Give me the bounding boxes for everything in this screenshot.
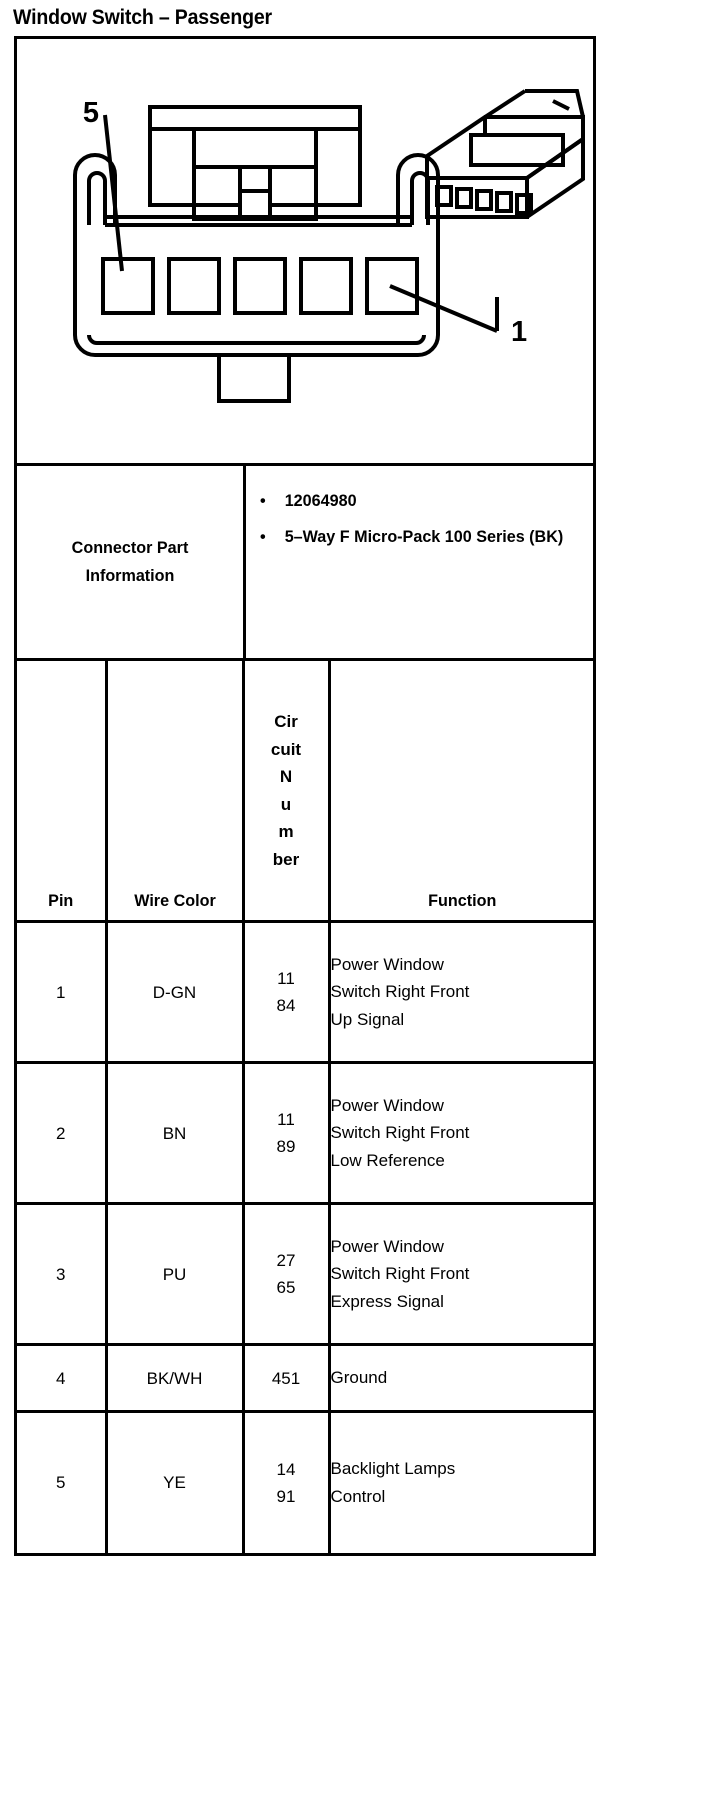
connector-detail-frame: 5 1 Connector Part Information • 1206498… [14, 36, 596, 1556]
connector-key-stub [217, 353, 291, 404]
wire-color-line-1: Wire [133, 891, 169, 911]
function-line-3: Express Signal [330, 1291, 444, 1311]
connector-part-bullet-2: • 5–Way F Micro-Pack 100 Series (BK) [260, 524, 567, 550]
column-header-wire-color: Wire Color [106, 658, 245, 922]
circuit-line-2: 91 [276, 1486, 296, 1506]
page-title: Window Switch – Passenger [13, 6, 272, 29]
cell-circuit-number: 14 91 [243, 1410, 331, 1553]
connector-isometric [425, 89, 585, 220]
cell-wire-color: BN [106, 1061, 245, 1204]
bullet-dot-icon: • [260, 527, 266, 547]
cell-circuit-number: 451 [243, 1343, 331, 1412]
cell-function: Power Window Switch Right Front Up Signa… [329, 920, 593, 1063]
function-line-2: Switch Right Front [330, 982, 470, 1002]
circuit-line-2: 89 [276, 1137, 296, 1157]
function-line-1: Backlight Lamps [330, 1459, 456, 1479]
circuit-line-2: 84 [276, 996, 296, 1016]
column-header-pin: Pin [17, 658, 108, 922]
table-row: 3 PU 27 65 Power Window Switch Right Fro… [17, 1202, 593, 1345]
column-header-function-label: Function [427, 891, 496, 911]
function-line-1: Ground [330, 1368, 388, 1388]
cell-pin: 4 [17, 1343, 108, 1412]
circuit-number-line-3: N [279, 767, 293, 787]
function-line-1: Power Window [330, 1236, 444, 1256]
callout-label-5: 5 [83, 97, 99, 129]
column-header-function: Function [329, 658, 593, 922]
table-row: 4 BK/WH 451 Ground [17, 1343, 593, 1412]
table-row: 2 BN 11 89 Power Window Switch Right Fro… [17, 1061, 593, 1204]
isometric-cavities [435, 185, 533, 216]
function-line-1: Power Window [330, 954, 444, 974]
connector-illustration: 5 1 [17, 39, 593, 464]
pin-assignment-table: Pin Wire Color Cir cuit N u [17, 658, 593, 1553]
column-header-pin-label: Pin [48, 891, 74, 911]
column-header-wire-color-label: Wire Color [111, 883, 238, 920]
circuit-line-1: 14 [276, 1459, 296, 1479]
cell-wire-color: D-GN [106, 920, 245, 1063]
circuit-number-line-4: u [280, 794, 292, 814]
cell-pin: 5 [17, 1410, 108, 1553]
bullet-dot-icon: • [260, 491, 266, 511]
leader-line-5 [103, 114, 124, 272]
circuit-line-1: 11 [277, 968, 295, 988]
terminal-cavities [101, 257, 419, 316]
pin-table-header-row: Pin Wire Color Cir cuit N u [17, 658, 593, 922]
column-header-circuit-number: Cir cuit N u m ber [243, 658, 331, 922]
function-line-2: Switch Right Front [330, 1264, 470, 1284]
connector-part-information-label: Connector Part Information [28, 534, 231, 590]
connector-part-information-value-cell: • 12064980 • 5–Way F Micro-Pack 100 Seri… [246, 466, 593, 658]
cell-wire-color: YE [106, 1410, 245, 1553]
cell-pin: 2 [17, 1061, 108, 1204]
info-label-line-1: Connector Part [71, 538, 189, 558]
cell-pin: 3 [17, 1202, 108, 1345]
circuit-line-1: 27 [276, 1250, 296, 1270]
cell-wire-color: PU [106, 1202, 245, 1345]
cell-function: Power Window Switch Right Front Low Refe… [329, 1061, 593, 1204]
cell-function: Power Window Switch Right Front Express … [329, 1202, 593, 1345]
connector-end-view-page: Window Switch – Passenger [13, 6, 596, 1556]
circuit-number-line-6: ber [272, 849, 300, 869]
circuit-line-1: 11 [277, 1109, 295, 1129]
connector-part-number: 12064980 [284, 491, 357, 511]
table-row: 1 D-GN 11 84 Power Window Switch Right F… [17, 920, 593, 1063]
column-header-circuit-number-label: Cir cuit N u m ber [245, 702, 328, 879]
connector-body-outline [73, 153, 440, 358]
connector-drawing: 5 1 [73, 89, 585, 404]
leader-line-1 [389, 284, 499, 333]
connector-part-description: 5–Way F Micro-Pack 100 Series (BK) [284, 527, 564, 547]
circuit-number-line-2: cuit [270, 739, 302, 759]
circuit-number-line-5: m [278, 822, 294, 842]
cell-function: Ground [329, 1343, 593, 1412]
cell-pin: 1 [17, 920, 108, 1063]
cell-wire-color: BK/WH [106, 1343, 245, 1412]
function-line-2: Control [330, 1486, 386, 1506]
callout-label-1: 1 [511, 316, 527, 348]
connector-part-information-row: Connector Part Information • 12064980 • … [17, 463, 593, 659]
function-line-2: Switch Right Front [330, 1123, 470, 1143]
cell-circuit-number: 11 89 [243, 1061, 331, 1204]
function-line-1: Power Window [330, 1095, 444, 1115]
circuit-line-1: 451 [271, 1368, 301, 1388]
table-row: 5 YE 14 91 Backlight Lamps Control [17, 1410, 593, 1553]
cell-circuit-number: 11 84 [243, 920, 331, 1063]
wire-color-line-2: Color [173, 891, 216, 911]
function-line-3: Up Signal [330, 1009, 405, 1029]
connector-part-information-label-cell: Connector Part Information [17, 466, 246, 659]
cell-function: Backlight Lamps Control [329, 1410, 593, 1553]
info-label-line-2: Information [85, 566, 175, 586]
circuit-line-2: 65 [276, 1278, 296, 1298]
cell-circuit-number: 27 65 [243, 1202, 331, 1345]
circuit-number-line-1: Cir [274, 712, 298, 731]
function-line-3: Low Reference [330, 1150, 445, 1170]
connector-part-bullet-1: • 12064980 [260, 488, 567, 514]
connector-lock-tab [148, 105, 362, 222]
